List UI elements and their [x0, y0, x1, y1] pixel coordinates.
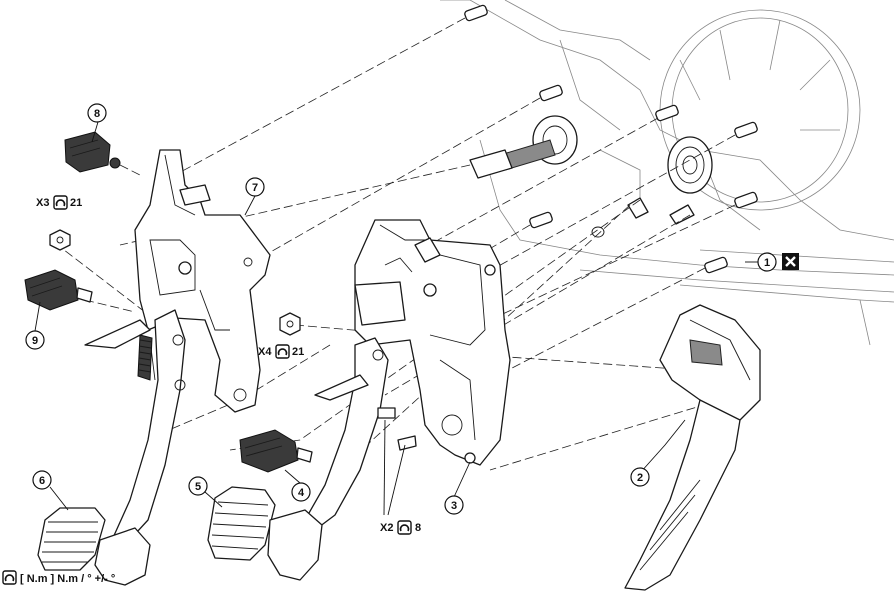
switch-9 — [24, 269, 93, 311]
svg-text:1: 1 — [764, 257, 770, 269]
switch-8 — [64, 131, 121, 173]
torque-label-x2: X2 8 — [380, 520, 421, 535]
callout-9: 9 — [25, 330, 45, 350]
torque-wrench-icon — [397, 520, 412, 535]
svg-text:4: 4 — [298, 487, 305, 499]
torque-label-x4: X4 21 — [258, 344, 304, 359]
callout-4: 4 — [291, 482, 311, 502]
callout-2: 2 — [630, 467, 650, 487]
svg-text:X4: X4 — [258, 346, 272, 358]
svg-text:8: 8 — [415, 522, 421, 534]
nut-x4 — [279, 312, 301, 336]
torque-wrench-icon — [2, 570, 17, 585]
clutch-master-cylinder — [469, 115, 578, 179]
torque-label-x3: X3 21 — [36, 195, 82, 210]
svg-text:7: 7 — [252, 182, 258, 194]
vehicle-bulkhead — [440, 0, 894, 346]
svg-text:X2: X2 — [380, 522, 393, 534]
callout-6: 6 — [32, 470, 52, 490]
switch-4 — [239, 429, 313, 473]
torque-legend: [ N.m ] N.m / ° +/- ° — [2, 570, 115, 585]
svg-text:21: 21 — [70, 197, 82, 209]
callout-5: 5 — [188, 476, 208, 496]
svg-text:8: 8 — [94, 108, 100, 120]
callout-1: 1 — [757, 252, 777, 272]
svg-text:[ N.m ] N.m / ° +/- °: [ N.m ] N.m / ° +/- ° — [20, 573, 115, 585]
callout-leaders — [34, 121, 760, 516]
svg-text:21: 21 — [292, 346, 304, 358]
svg-text:X3: X3 — [36, 197, 49, 209]
svg-text:6: 6 — [39, 475, 45, 487]
svg-text:9: 9 — [32, 335, 38, 347]
brake-pedal-bracket — [354, 219, 511, 466]
brake-pedal-pad-5 — [207, 486, 276, 561]
replace-part-icon — [782, 253, 799, 270]
callout-3: 3 — [444, 495, 464, 515]
brake-booster — [659, 9, 861, 211]
clutch-pedal-bracket — [84, 149, 271, 413]
torque-wrench-icon — [275, 344, 290, 359]
clutch-pedal-pad-6 — [37, 507, 106, 571]
bulkhead-studs — [464, 4, 758, 274]
brake-pedal-plate — [267, 509, 323, 581]
nut-x3 — [49, 229, 71, 251]
callout-8: 8 — [87, 103, 107, 123]
svg-text:5: 5 — [195, 481, 201, 493]
svg-text:3: 3 — [451, 500, 457, 512]
svg-text:2: 2 — [637, 472, 643, 484]
callout-7: 7 — [245, 177, 265, 197]
assembly-guide-lines — [54, 17, 736, 471]
torque-wrench-icon — [53, 195, 68, 210]
accelerator-pedal — [624, 304, 761, 591]
brake-pedal-arm — [304, 337, 417, 531]
clutch-pedal-plate — [94, 527, 151, 586]
